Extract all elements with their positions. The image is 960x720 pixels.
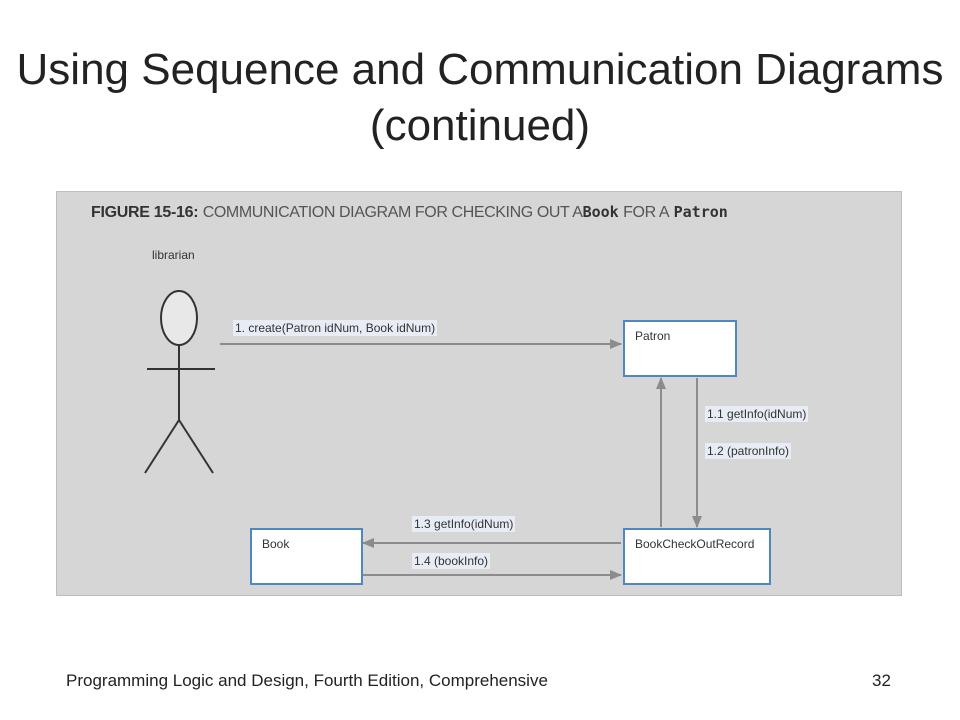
footer-course: Programming Logic and Design, Fourth Edi… [66,671,548,690]
message-1-4: 1.4 (bookInfo) [412,553,491,569]
page-number: 32 [872,671,891,690]
object-patron: Patron [623,320,737,377]
object-book: Book [250,528,363,585]
actor-figure [144,290,215,474]
communication-diagram: FIGURE 15-16: COMMUNICATION DIAGRAM FOR … [56,191,902,596]
object-book-label: Book [262,537,290,551]
caption-text: COMMUNICATION DIAGRAM FOR CHECKING OUT A [202,204,583,221]
object-record-label: BookCheckOutRecord [635,537,755,551]
figure-caption: FIGURE 15-16: COMMUNICATION DIAGRAM FOR … [91,203,728,222]
caption-text-for: FOR A [623,204,670,221]
message-1-2: 1.2 (patronInfo) [705,443,792,459]
object-bookcheckoutrecord: BookCheckOutRecord [623,528,771,585]
actor-label: librarian [152,248,195,262]
slide-title: Using Sequence and Communication Diagram… [16,45,944,150]
message-create: 1. create(Patron idNum, Book idNum) [233,320,438,336]
message-1-3: 1.3 getInfo(idNum) [412,516,516,532]
caption-code-patron: Patron [673,203,728,221]
caption-code-book: Book [582,203,619,221]
message-1-1: 1.1 getInfo(idNum) [705,406,809,422]
caption-figure-number: FIGURE 15-16: [91,204,199,221]
object-patron-label: Patron [635,329,671,343]
diagram-connectors [144,290,702,580]
